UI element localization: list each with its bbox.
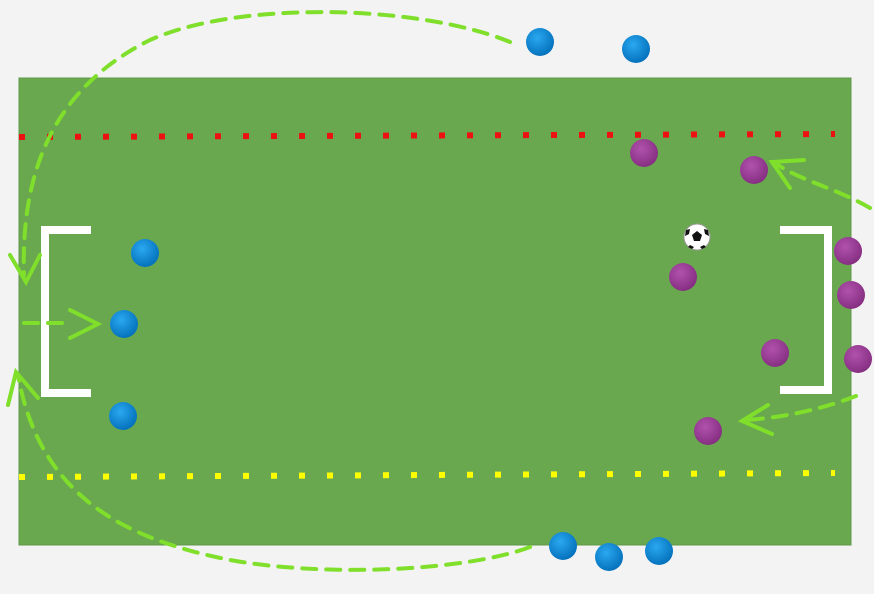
arc-right-bottom — [743, 394, 858, 422]
arc-right-top — [776, 163, 872, 210]
blue-team — [109, 28, 673, 571]
blue-player[interactable] — [109, 402, 137, 430]
purple-player[interactable] — [630, 139, 658, 167]
purple-player[interactable] — [761, 339, 789, 367]
arrow-head-pass — [68, 308, 103, 340]
blue-player[interactable] — [645, 537, 673, 565]
purple-team — [630, 139, 872, 445]
purple-player[interactable] — [834, 237, 862, 265]
purple-player[interactable] — [844, 345, 872, 373]
blue-player[interactable] — [549, 532, 577, 560]
soccer-ball-icon[interactable] — [683, 223, 711, 251]
arc-bottom-run — [16, 373, 532, 572]
purple-player[interactable] — [694, 417, 722, 445]
purple-player[interactable] — [837, 281, 865, 309]
pitch — [18, 77, 852, 546]
arrow-head-right-top — [768, 158, 806, 190]
blue-player[interactable] — [595, 543, 623, 571]
arrow-head-right-bottom — [737, 403, 774, 436]
blue-player[interactable] — [131, 239, 159, 267]
left-goal — [41, 226, 91, 397]
purple-player[interactable] — [740, 156, 768, 184]
blue-player[interactable] — [526, 28, 554, 56]
arrow-head-left-down — [8, 253, 42, 287]
right-goal — [780, 226, 832, 394]
blue-goalkeeper[interactable] — [110, 310, 138, 338]
movement-arrows — [6, 10, 872, 572]
arc-top-run — [21, 10, 512, 277]
arrow-head-left-up — [6, 367, 40, 407]
blue-player[interactable] — [622, 35, 650, 63]
purple-player[interactable] — [669, 263, 697, 291]
